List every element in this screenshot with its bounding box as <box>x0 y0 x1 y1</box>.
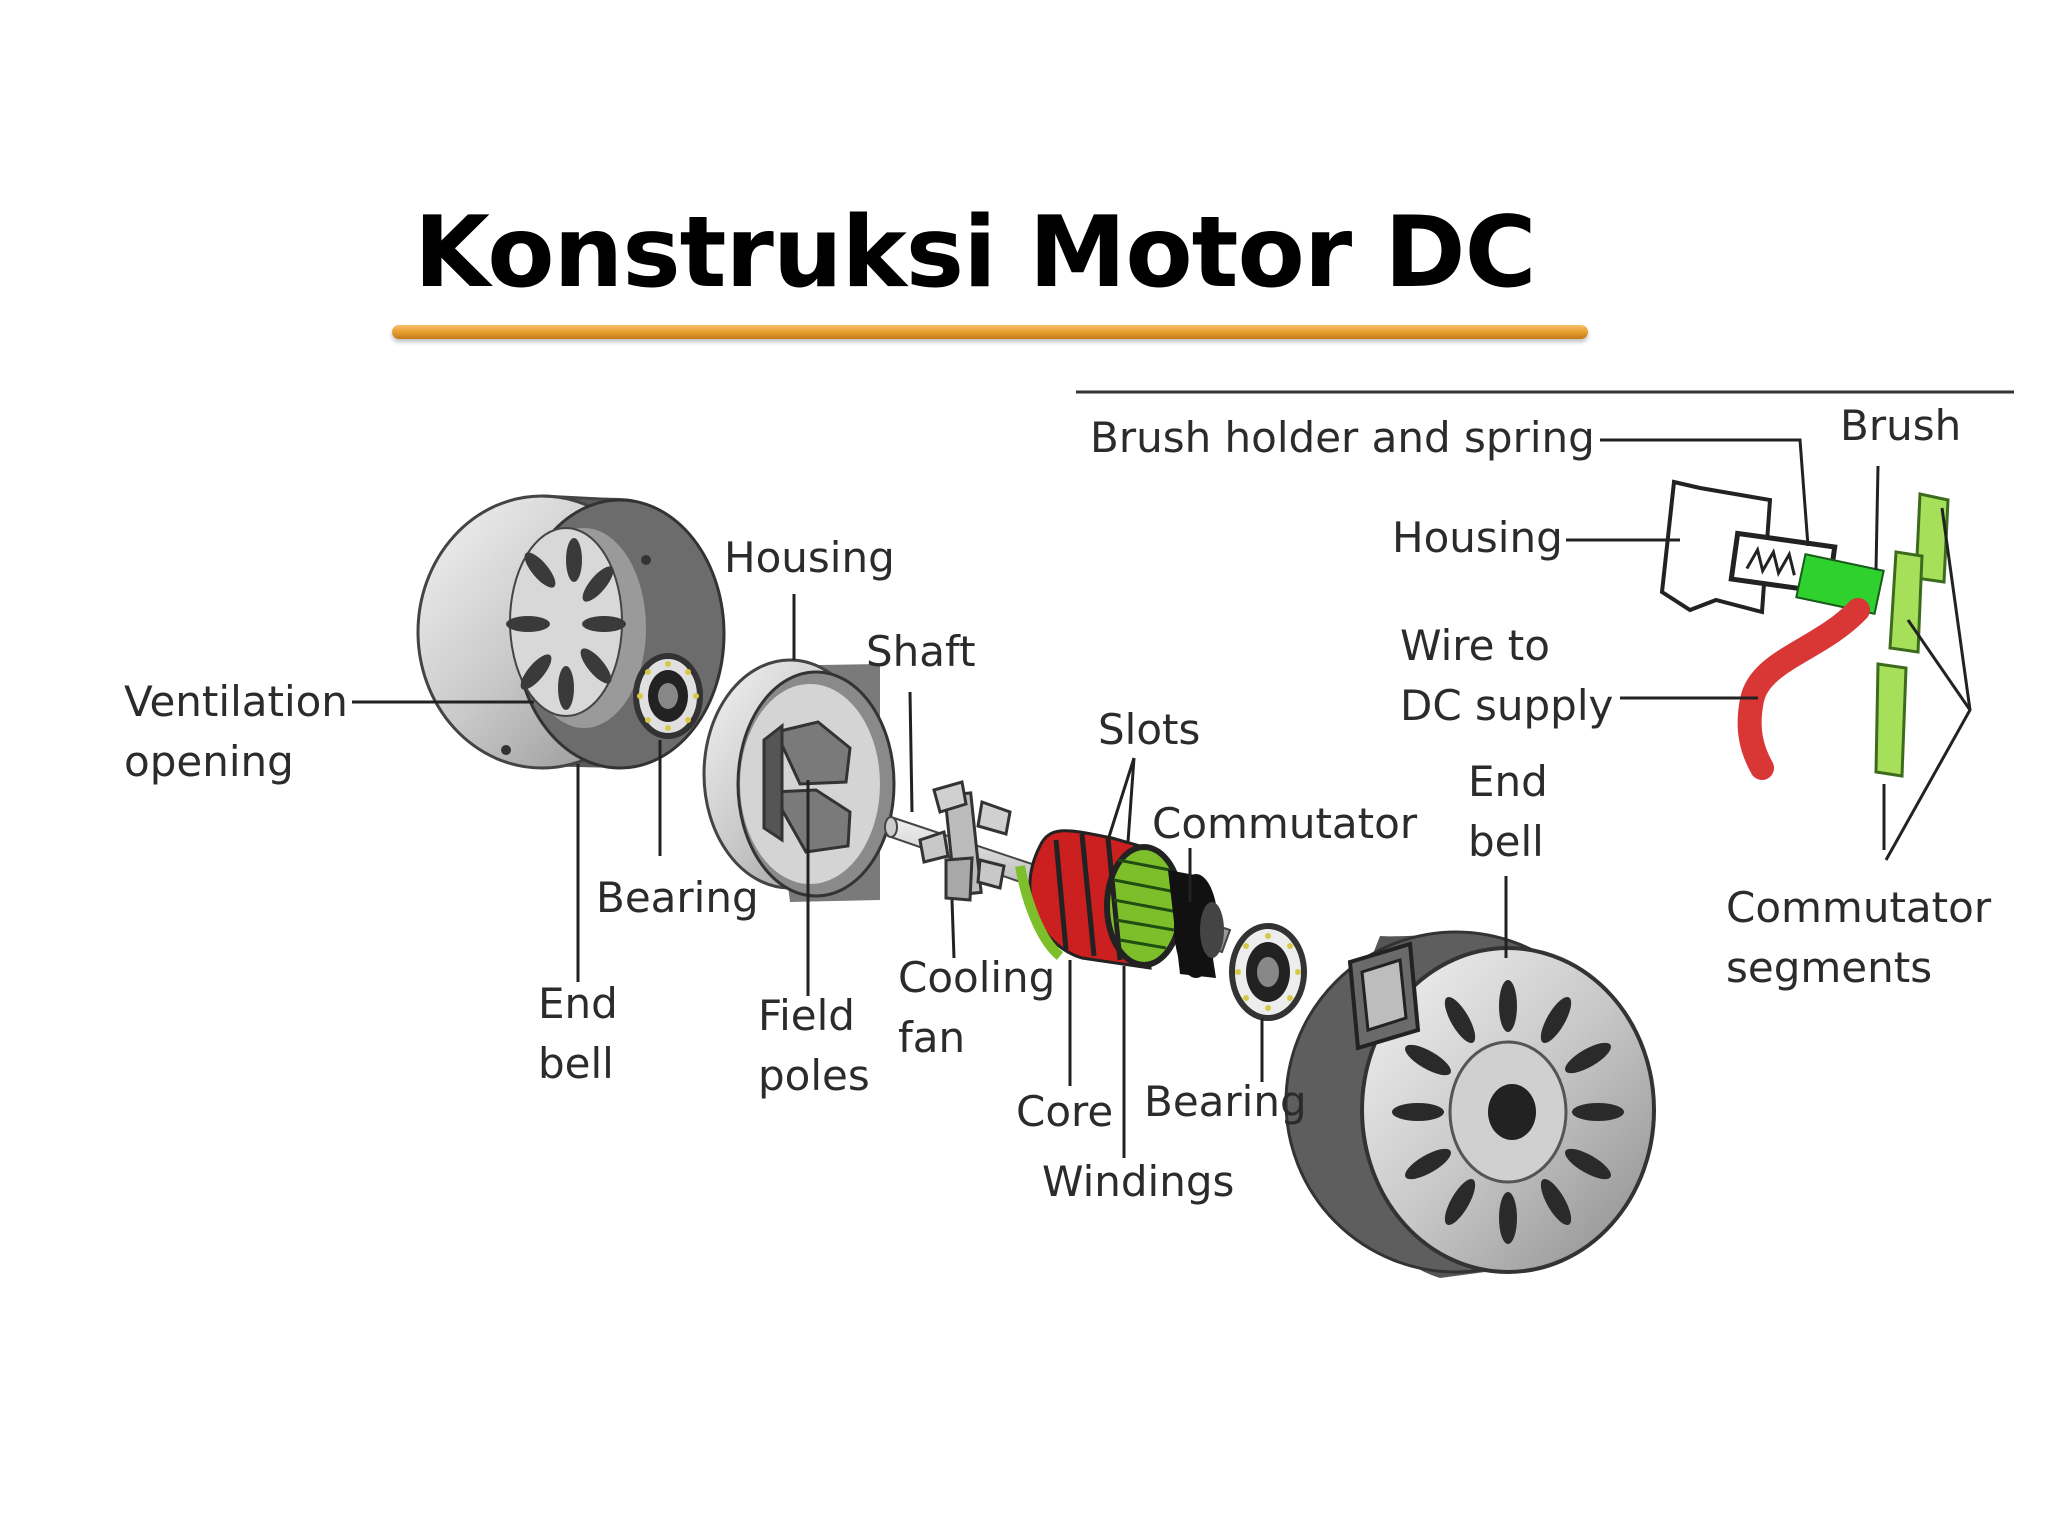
label-cooling-fan-line1: Cooling <box>898 953 1055 1002</box>
label-bearing-right: Bearing <box>1144 1077 1307 1126</box>
winding-ends <box>1113 858 1179 950</box>
label-brush: Brush <box>1840 401 1961 450</box>
left-end-bell <box>416 494 726 770</box>
label-end-bell-right-line1: End <box>1468 757 1548 806</box>
commutator-segment-3 <box>1874 662 1908 778</box>
right-end-bell <box>1284 930 1656 1278</box>
field-poles-shape <box>762 720 852 854</box>
label-wire-line2: DC supply <box>1400 681 1613 730</box>
ventilation-slots-right <box>1392 980 1624 1244</box>
label-shaft: Shaft <box>866 627 976 676</box>
label-commutator-segments-line2: segments <box>1726 943 1932 992</box>
slide-title: Konstruksi Motor DC <box>414 196 1537 310</box>
left-bearing <box>633 653 703 739</box>
right-bearing <box>1229 923 1307 1021</box>
label-slots: Slots <box>1098 705 1200 754</box>
commutator-segment-2 <box>1888 550 1924 654</box>
label-end-bell-left-line1: End <box>538 979 618 1028</box>
wire-to-supply <box>1737 598 1870 780</box>
winding-slots <box>1053 833 1123 961</box>
label-ventilation-line1: Ventilation <box>124 677 348 726</box>
brush-assembly-inset <box>1076 390 2014 861</box>
title-underline <box>392 325 1588 339</box>
cooling-fan <box>918 780 1012 902</box>
label-ventilation-line2: opening <box>124 737 294 786</box>
label-core: Core <box>1016 1087 1113 1136</box>
label-windings: Windings <box>1042 1157 1234 1206</box>
label-housing-inset: Housing <box>1392 513 1563 562</box>
label-field-poles-line1: Field <box>758 991 855 1040</box>
label-brush-holder: Brush holder and spring <box>1090 413 1595 462</box>
label-commutator: Commutator <box>1152 799 1418 848</box>
label-end-bell-left-line2: bell <box>538 1039 614 1088</box>
ventilation-slots <box>506 538 626 710</box>
label-cooling-fan-line2: fan <box>898 1013 965 1062</box>
label-end-bell-right-line2: bell <box>1468 817 1544 866</box>
label-field-poles-line2: poles <box>758 1051 870 1100</box>
leader-lines <box>352 594 1508 1158</box>
housing <box>702 658 896 902</box>
spring-icon <box>1745 545 1796 578</box>
label-wire-line1: Wire to <box>1400 621 1550 670</box>
labels: Brush holder and spring Brush Housing Wi… <box>124 401 1992 1206</box>
commutator-segment-1 <box>1914 492 1950 584</box>
label-housing: Housing <box>724 533 895 582</box>
armature <box>1015 829 1184 970</box>
label-commutator-segments-line1: Commutator <box>1726 883 1992 932</box>
commutator <box>1168 870 1224 978</box>
brush <box>1795 552 1885 616</box>
label-bearing-left: Bearing <box>596 873 759 922</box>
